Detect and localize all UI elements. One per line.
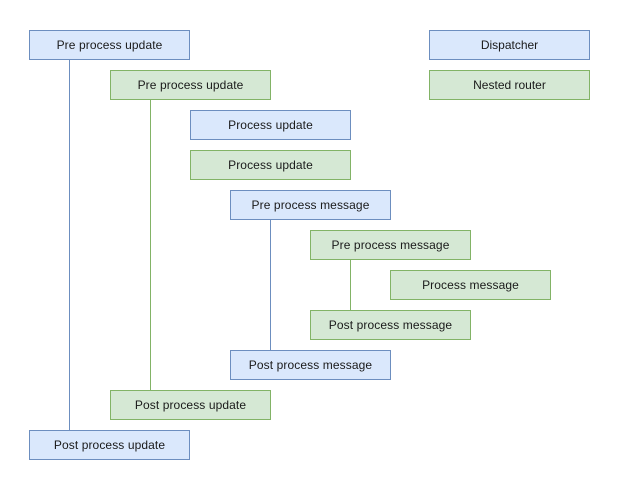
- node-label: Post process message: [248, 358, 373, 372]
- node-n1[interactable]: Pre process update: [29, 30, 190, 60]
- legend-item-l2[interactable]: Nested router: [429, 70, 590, 100]
- node-n6[interactable]: Pre process message: [310, 230, 471, 260]
- node-n9[interactable]: Post process message: [230, 350, 391, 380]
- node-label: Post process update: [53, 438, 166, 452]
- connector-n1-to-n11: [69, 60, 70, 430]
- node-n5[interactable]: Pre process message: [230, 190, 391, 220]
- node-n8[interactable]: Post process message: [310, 310, 471, 340]
- node-label: Pre process message: [331, 238, 450, 252]
- connector-n5-to-n9: [270, 220, 271, 350]
- node-n11[interactable]: Post process update: [29, 430, 190, 460]
- node-label: Post process message: [328, 318, 453, 332]
- node-n2[interactable]: Pre process update: [110, 70, 271, 100]
- legend-item-label: Dispatcher: [480, 38, 539, 52]
- node-label: Pre process update: [56, 38, 163, 52]
- node-n3[interactable]: Process update: [190, 110, 351, 140]
- node-label: Process message: [422, 278, 519, 292]
- legend-item-label: Nested router: [473, 78, 546, 92]
- connector-n2-to-n10: [150, 100, 151, 390]
- node-label: Process update: [228, 158, 313, 172]
- node-n4[interactable]: Process update: [190, 150, 351, 180]
- connector-n6-to-n8: [350, 260, 351, 310]
- node-label: Pre process message: [251, 198, 370, 212]
- node-label: Pre process update: [137, 78, 244, 92]
- node-label: Post process update: [134, 398, 247, 412]
- node-label: Process update: [228, 118, 313, 132]
- legend-item-l1[interactable]: Dispatcher: [429, 30, 590, 60]
- node-n10[interactable]: Post process update: [110, 390, 271, 420]
- node-n7[interactable]: Process message: [390, 270, 551, 300]
